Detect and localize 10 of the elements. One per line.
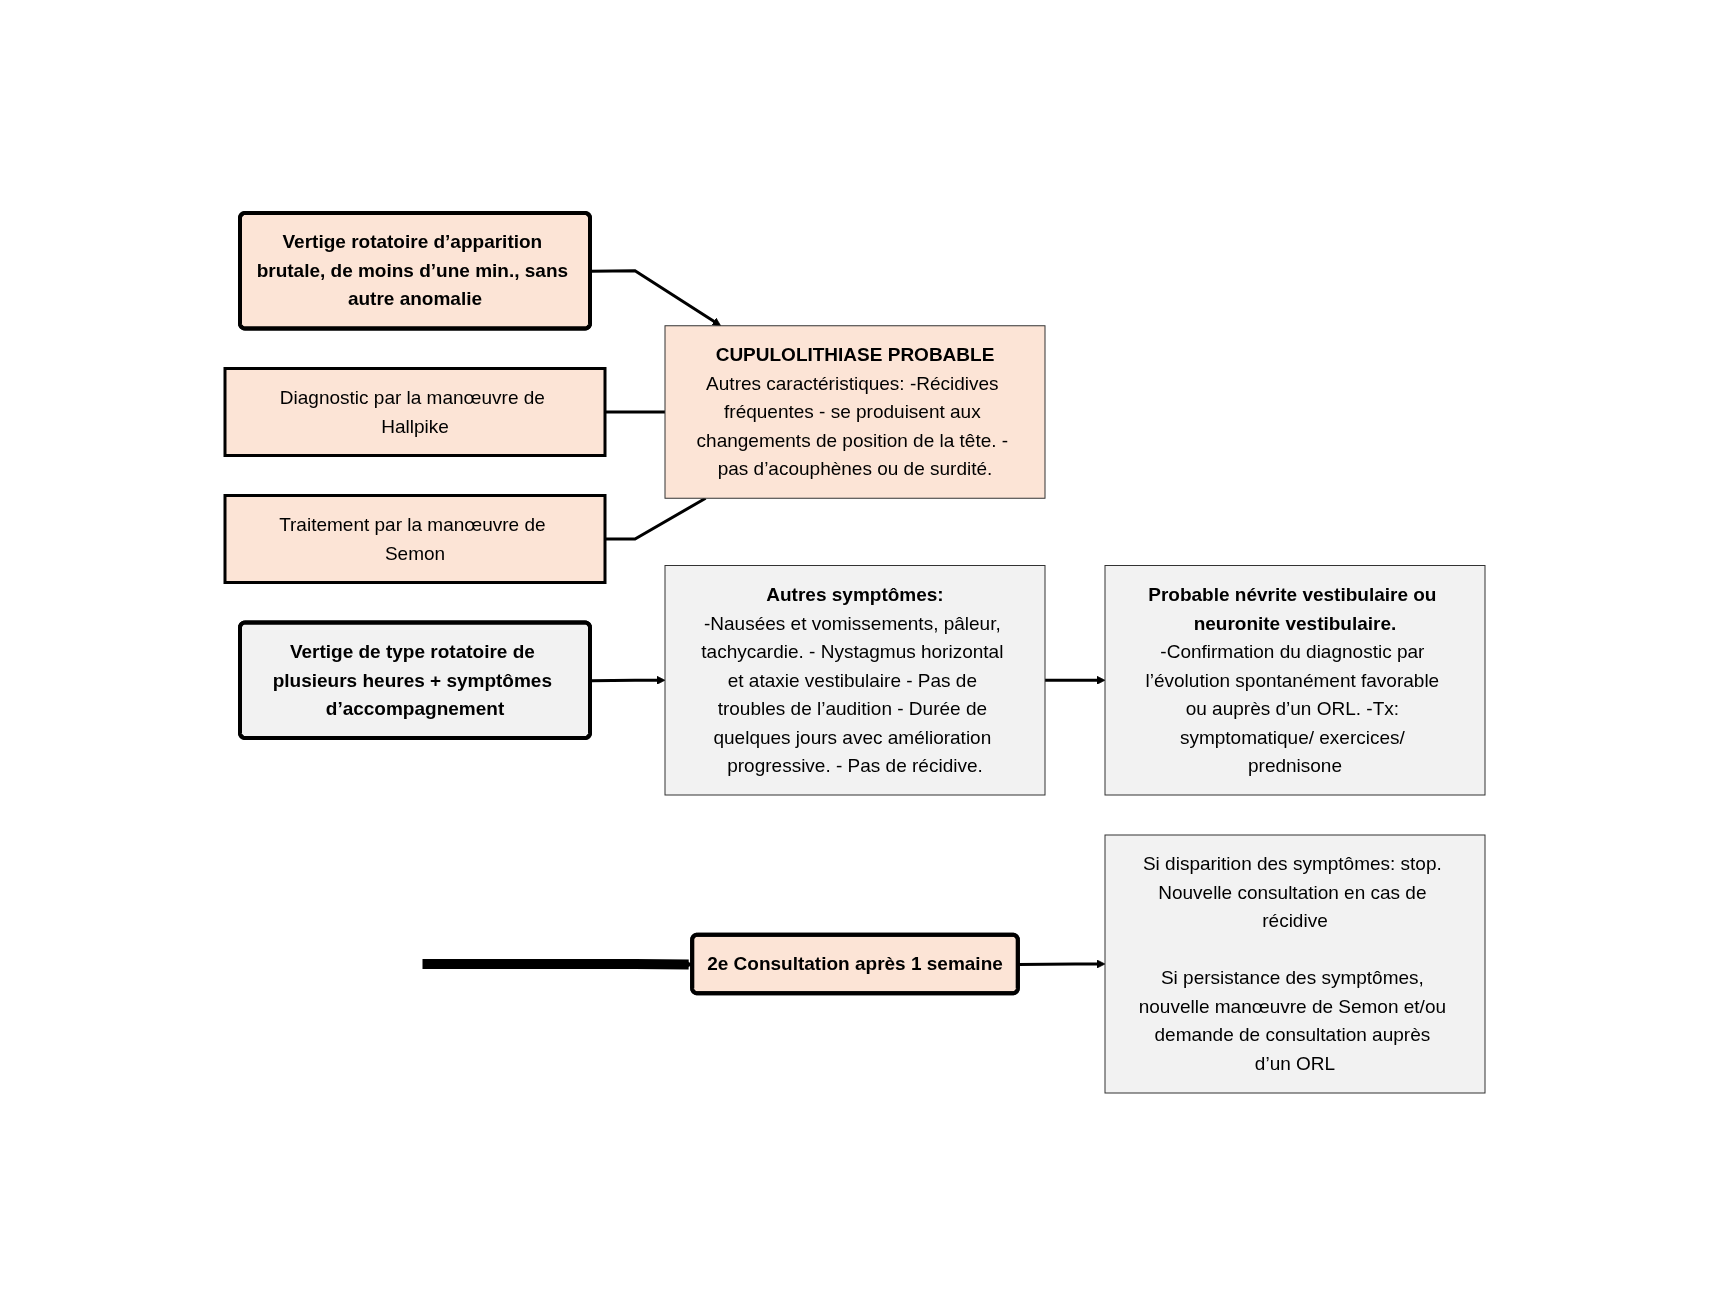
arrow <box>1018 959 1106 968</box>
connector <box>605 496 707 540</box>
node-box: CUPULOLITHIASE PROBABLE Autres caractéristiques: -Récidives fréquentes - se produisent aux changements de position de la tête. - pas d’acouphènes ou de surdité. <box>664 324 1046 499</box>
node-box: Si disparition des symptômes: stop. Nouvelle consultation en cas de récidive Si persistance des symptômes, nouvelle manœuvre de Semon et/ou demande de consultation auprès d’un ORL <box>1104 834 1486 1093</box>
node-box: Diagnostic par la manœuvre de Hallpike <box>223 366 607 457</box>
node-box: Autres symptômes: -Nausées et vomissements, pâleur, tachycardie. - Nystagmus horizontal et ataxie vestibulaire - Pas de troubles de l’audition - Durée de quelques jours avec amélioration progressive. - Pas de récidive. <box>664 564 1046 795</box>
node-box: Traitement par la manœuvre de Semon <box>223 493 607 584</box>
node-box: Probable névrite vestibulaire ou neuronite vestibulaire. -Confirmation du diagnostic par l’évolution spontanément favorable ou auprès d’un ORL. -Tx: symptomatique/ exercices/ prednisone <box>1104 564 1486 795</box>
connector <box>605 410 665 413</box>
arrow <box>1045 675 1106 685</box>
